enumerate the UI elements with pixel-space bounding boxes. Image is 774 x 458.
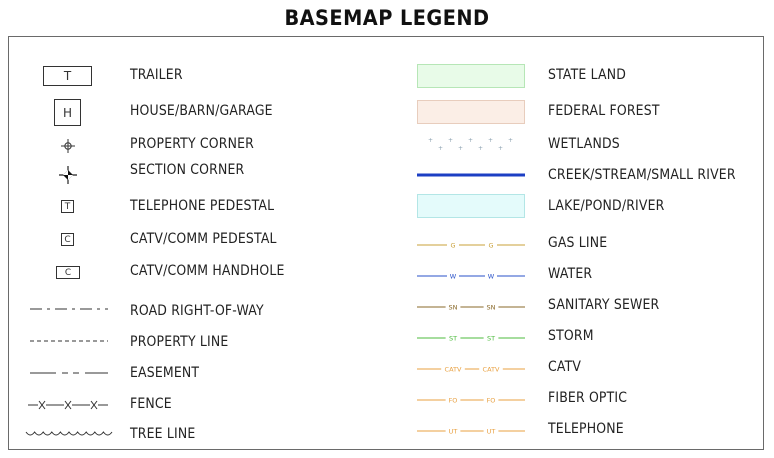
house-symbol-text: H: [62, 105, 73, 120]
creek-symbol: [417, 173, 525, 177]
label-telephone: TELEPHONE: [548, 421, 624, 437]
utility-line-text: SN: [487, 304, 496, 312]
state-land-swatch: [417, 64, 525, 88]
utility-line-text: G: [488, 242, 493, 250]
property-line-symbol: [30, 340, 108, 342]
house-symbol: H: [54, 99, 81, 126]
label-road-row: ROAD RIGHT-OF-WAY: [130, 303, 264, 319]
easement-symbol: [30, 372, 108, 374]
label-creek: CREEK/STREAM/SMALL RIVER: [548, 167, 736, 183]
label-wetlands: WETLANDS: [548, 136, 620, 152]
label-catv-pedestal: CATV/COMM PEDESTAL: [130, 231, 277, 247]
label-state-land: STATE LAND: [548, 67, 627, 83]
trailer-symbol: T: [43, 66, 92, 86]
label-telephone-pedestal: TELEPHONE PEDESTAL: [130, 198, 275, 214]
legend-title: BASEMAP LEGEND: [284, 6, 490, 30]
utility-line-text: W: [488, 273, 495, 281]
label-federal-forest: FEDERAL FOREST: [548, 103, 660, 119]
svg-text:+: +: [508, 137, 513, 144]
utility-line-text: CATV: [483, 366, 500, 374]
svg-text:+: +: [448, 137, 453, 144]
fiber-optic-symbol: FO FO: [417, 397, 525, 405]
utility-line-text: UT: [449, 428, 458, 436]
label-lake: LAKE/POND/RIVER: [548, 198, 665, 214]
utility-line-text: ST: [487, 335, 495, 343]
trailer-symbol-text: T: [63, 69, 72, 83]
utility-line-text: CATV: [445, 366, 462, 374]
label-water: WATER: [548, 266, 593, 282]
utility-line-text: FO: [449, 397, 458, 405]
utility-line-text: FO: [487, 397, 496, 405]
label-fiber-optic: FIBER OPTIC: [548, 390, 628, 406]
road-row-symbol: [30, 308, 108, 310]
section-corner-symbol: [59, 166, 77, 184]
label-catv: CATV: [548, 359, 582, 375]
wetlands-symbol: + + + + + + + + +: [428, 137, 513, 152]
label-catv-handhole: CATV/COMM HANDHOLE: [130, 263, 285, 279]
storm-line-symbol: ST ST: [417, 335, 525, 343]
lake-swatch: [417, 194, 525, 218]
catv-line-symbol: CATV CATV: [417, 366, 525, 374]
catv-pedestal-symbol: C: [61, 233, 74, 246]
catv-handhole-symbol-text: C: [64, 267, 72, 278]
sanitary-sewer-symbol: SN SN: [417, 304, 525, 312]
svg-text:+: +: [488, 137, 493, 144]
label-house: HOUSE/BARN/GARAGE: [130, 103, 273, 119]
label-property-line: PROPERTY LINE: [130, 334, 229, 350]
utility-line-text: SN: [449, 304, 458, 312]
svg-text:+: +: [478, 145, 483, 152]
telephone-pedestal-symbol: T: [61, 200, 74, 213]
svg-text:+: +: [438, 145, 443, 152]
label-tree-line: TREE LINE: [130, 426, 196, 442]
label-gas-line: GAS LINE: [548, 235, 608, 251]
svg-text:+: +: [428, 137, 433, 144]
utility-line-text: W: [450, 273, 457, 281]
catv-handhole-symbol: C: [56, 266, 80, 279]
label-trailer: TRAILER: [130, 67, 183, 83]
label-sanitary-sewer: SANITARY SEWER: [548, 297, 660, 313]
svg-text:+: +: [498, 145, 503, 152]
utility-line-text: UT: [487, 428, 496, 436]
svg-text:+: +: [468, 137, 473, 144]
label-property-corner: PROPERTY CORNER: [130, 136, 255, 152]
tree-line-symbol: [25, 431, 113, 436]
label-easement: EASEMENT: [130, 365, 200, 381]
fence-symbol: [28, 400, 108, 410]
utility-line-text: ST: [449, 335, 457, 343]
label-storm: STORM: [548, 328, 594, 344]
catv-pedestal-symbol-text: C: [64, 234, 71, 245]
label-section-corner: SECTION CORNER: [130, 162, 245, 178]
telephone-pedestal-symbol-text: T: [64, 201, 71, 212]
property-corner-symbol: [61, 139, 75, 153]
label-fence: FENCE: [130, 396, 172, 412]
telephone-line-symbol: UT UT: [417, 428, 525, 436]
utility-line-text: G: [450, 242, 455, 250]
legend-frame: [8, 36, 764, 450]
federal-forest-swatch: [417, 100, 525, 124]
svg-text:+: +: [458, 145, 463, 152]
